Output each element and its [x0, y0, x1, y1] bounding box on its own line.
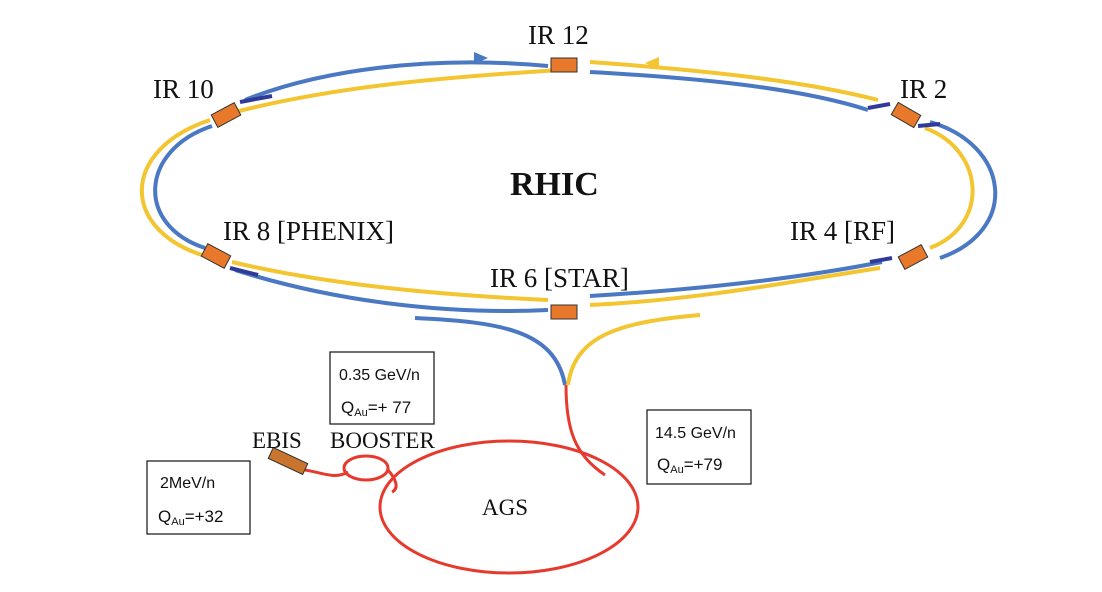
yellow-ring-top-left: [234, 68, 561, 114]
blue-ring-right: [929, 120, 997, 260]
dark-segment: [867, 102, 891, 110]
booster-label: BOOSTER: [330, 428, 435, 453]
ir2-label: IR 2: [900, 74, 947, 104]
magnet-ir4: [897, 244, 929, 270]
red-transfer-line: [564, 384, 606, 477]
magnet-ir10: [210, 102, 242, 128]
ir8-label: IR 8 [PHENIX]: [223, 216, 394, 246]
booster-energy: 0.35 GeV/n: [339, 367, 420, 384]
yellow-ring-left: [139, 118, 211, 258]
ebis-energy: 2MeV/n: [160, 475, 215, 492]
magnet-ir8: [200, 243, 232, 269]
ebis-info-box: 2MeV/n QAu=+32: [146, 460, 251, 535]
blue-direction-arrow: [474, 52, 488, 64]
magnet-ir12: [550, 57, 578, 73]
ir12-label: IR 12: [528, 20, 589, 50]
blue-ring-top-left: [244, 60, 549, 102]
magnet-ir2: [890, 101, 922, 129]
ir4-label: IR 4 [RF]: [790, 216, 895, 246]
dark-segment: [239, 94, 273, 104]
rhic-title: RHIC: [510, 166, 599, 203]
yellow-ring-right: [924, 126, 975, 250]
ebis-label: EBIS: [252, 428, 302, 453]
ebis-source: [267, 446, 309, 476]
booster-ring: [342, 454, 390, 482]
yellow-ring-bottom-left: [231, 260, 549, 302]
ir6-label: IR 6 [STAR]: [490, 263, 629, 293]
booster-info-box: 0.35 GeV/n QAu=+ 77: [329, 351, 435, 425]
ags-label: AGS: [482, 495, 528, 520]
ags-info-box: 14.5 GeV/n QAu=+79: [646, 409, 752, 485]
blue-ring-bottom-right: [589, 260, 883, 298]
dark-segment: [229, 266, 259, 277]
ir10-label: IR 10: [153, 74, 214, 104]
ebis-line: [304, 468, 349, 477]
dark-segment: [917, 122, 941, 128]
ebis-charge: QAu=+32: [158, 507, 223, 528]
magnet-ir6: [550, 304, 578, 320]
ags-ring: [378, 439, 640, 575]
ags-energy: 14.5 GeV/n: [655, 425, 736, 442]
ags-charge: QAu=+79: [657, 455, 722, 476]
booster-to-ags-line: [386, 469, 398, 494]
blue-ring-bottom-left: [234, 268, 549, 313]
yellow-transfer-line: [566, 313, 701, 386]
blue-transfer-line: [414, 316, 567, 386]
blue-ring-left: [153, 124, 213, 250]
dark-segment: [869, 256, 893, 264]
blue-ring-top-right: [589, 70, 869, 112]
yellow-direction-arrow: [645, 57, 659, 69]
yellow-ring-top: [589, 60, 879, 102]
yellow-ring-bottom-right: [589, 266, 881, 307]
booster-charge: QAu=+ 77: [341, 398, 411, 419]
